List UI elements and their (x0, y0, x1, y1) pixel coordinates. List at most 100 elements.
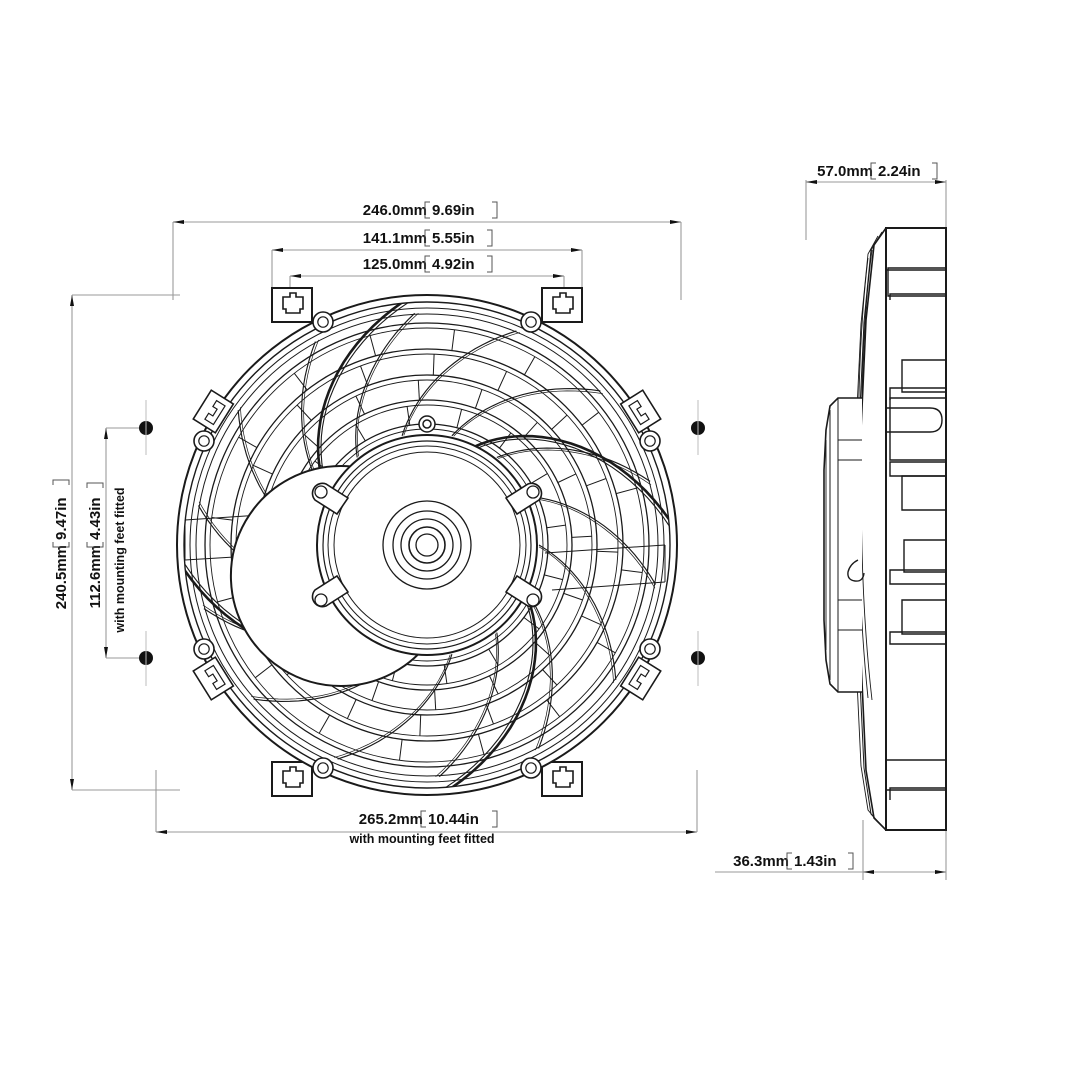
grille-cross-tick (586, 478, 607, 487)
front-dimension-arrows (70, 220, 697, 834)
shroud-side-tab (619, 656, 662, 701)
label-265-note: with mounting feet fitted (348, 832, 494, 846)
motor-hub (229, 434, 543, 687)
eyelet-body (520, 757, 542, 779)
hub-lug-tl (311, 482, 350, 516)
grille-spoke-twin (498, 449, 652, 486)
shroud-eyelet (520, 311, 542, 333)
grille-cross-tick (417, 380, 420, 401)
grille-cross-tick (621, 569, 643, 573)
shroud-eyelets (193, 311, 661, 779)
grille-cross-tick (499, 432, 512, 449)
eyelet-body (193, 638, 215, 660)
grille-cross-tick (546, 524, 566, 529)
ledge-4 (889, 397, 946, 461)
grille-spoke (538, 544, 617, 680)
grille-spoke (451, 388, 601, 437)
grille-cross-tick (542, 669, 558, 686)
hub-outer (316, 434, 538, 656)
shroud-side-tab (192, 656, 235, 701)
grille-cross-tick (355, 395, 365, 415)
grille-spoke (438, 632, 499, 778)
hub-ring-2 (327, 445, 527, 645)
side-motor-housing (823, 397, 862, 693)
tab-slot (628, 399, 650, 426)
grille-spoke (355, 312, 416, 458)
eyelet-body (312, 757, 334, 779)
label-57: 57.0mm 2.24in (817, 162, 938, 180)
side-cable-hook (847, 559, 865, 582)
shroud-eyelet (312, 757, 334, 779)
mounting-foot-bottom-left (271, 761, 313, 797)
grille-cross-tick (443, 664, 448, 684)
grille-spoke (527, 495, 657, 585)
grille-centre-eyelet (418, 415, 436, 433)
label-112-bracket (86, 482, 104, 548)
grille-cross-tick (544, 574, 563, 581)
grille-cross-tick (477, 733, 485, 755)
shroud-side-tab (192, 389, 235, 434)
hub-lug-hole-bl (314, 593, 328, 607)
grille-cross-tick (488, 648, 499, 666)
grille-cross-tick (434, 689, 437, 710)
ledge-3 (901, 359, 946, 393)
boss-ring-4 (408, 526, 446, 564)
grille-spoke-twin (453, 390, 603, 437)
shroud-eyelet (520, 757, 542, 779)
shroud-side-tabs (192, 389, 662, 701)
tab-body (192, 656, 235, 701)
grille-spoke-twin (403, 332, 520, 436)
grille-support-rib (459, 434, 670, 522)
hub-lug-bl (311, 574, 350, 608)
ledge-7b (889, 569, 946, 585)
tab-slot (628, 664, 650, 691)
boss-ring-1 (382, 500, 472, 590)
label-240-bracket (52, 479, 70, 548)
eyelet-body (520, 311, 542, 333)
eyelet-hole (525, 762, 537, 774)
eyelet-body (639, 638, 661, 660)
ledge-4-slot (886, 407, 943, 433)
ledge-8 (901, 599, 946, 635)
hub-lug-br (504, 574, 543, 608)
label-265-mm: 265.2mm (359, 811, 423, 828)
grille-spoke-twin (334, 654, 451, 758)
shroud-inner-ring-1 (183, 301, 671, 789)
ledge-2 (887, 267, 946, 297)
eyelet-hole (644, 435, 656, 447)
grille-cross-tick (474, 389, 483, 409)
grille-spoke-twin (357, 312, 419, 457)
grille-eyelet-outer (418, 415, 436, 433)
grille-cross-tick (489, 675, 499, 695)
grille-cross-tick (523, 421, 538, 438)
grille-ring-1 (204, 322, 650, 768)
grille-cross-tick (571, 535, 592, 538)
label-36-in: 1.43in (794, 853, 837, 870)
boss-ring-2 (392, 510, 462, 580)
grille-cross-tick (296, 404, 312, 421)
eyelet-hole (317, 316, 329, 328)
label-141-bracket (424, 229, 493, 247)
label-125-bracket (424, 255, 493, 273)
shroud-eyelet (639, 430, 661, 452)
band-line-right-1 (544, 544, 666, 554)
grille-cross-tick (419, 714, 422, 736)
eyelet-hole (198, 435, 210, 447)
side-body-ledges (885, 227, 946, 800)
label-246-bracket (424, 201, 498, 219)
grille-cross-tick (581, 411, 600, 426)
side-body-outline (885, 227, 947, 831)
tab-body (192, 389, 235, 434)
grille-spoke (527, 593, 553, 749)
boss-centre (415, 533, 439, 557)
grille-cross-tick (293, 372, 308, 391)
hub-lug-tr (504, 482, 543, 516)
grille-cross-tick (346, 699, 357, 719)
side-view (823, 227, 947, 831)
grille-cross-tick (581, 615, 601, 626)
label-246: 246.0mm 9.69in (363, 201, 498, 219)
boss-ring-3 (400, 518, 454, 572)
shroud-side-tab (619, 389, 662, 434)
grille-support-rib-twin (462, 438, 670, 529)
grille-spoke-twin (526, 595, 551, 751)
